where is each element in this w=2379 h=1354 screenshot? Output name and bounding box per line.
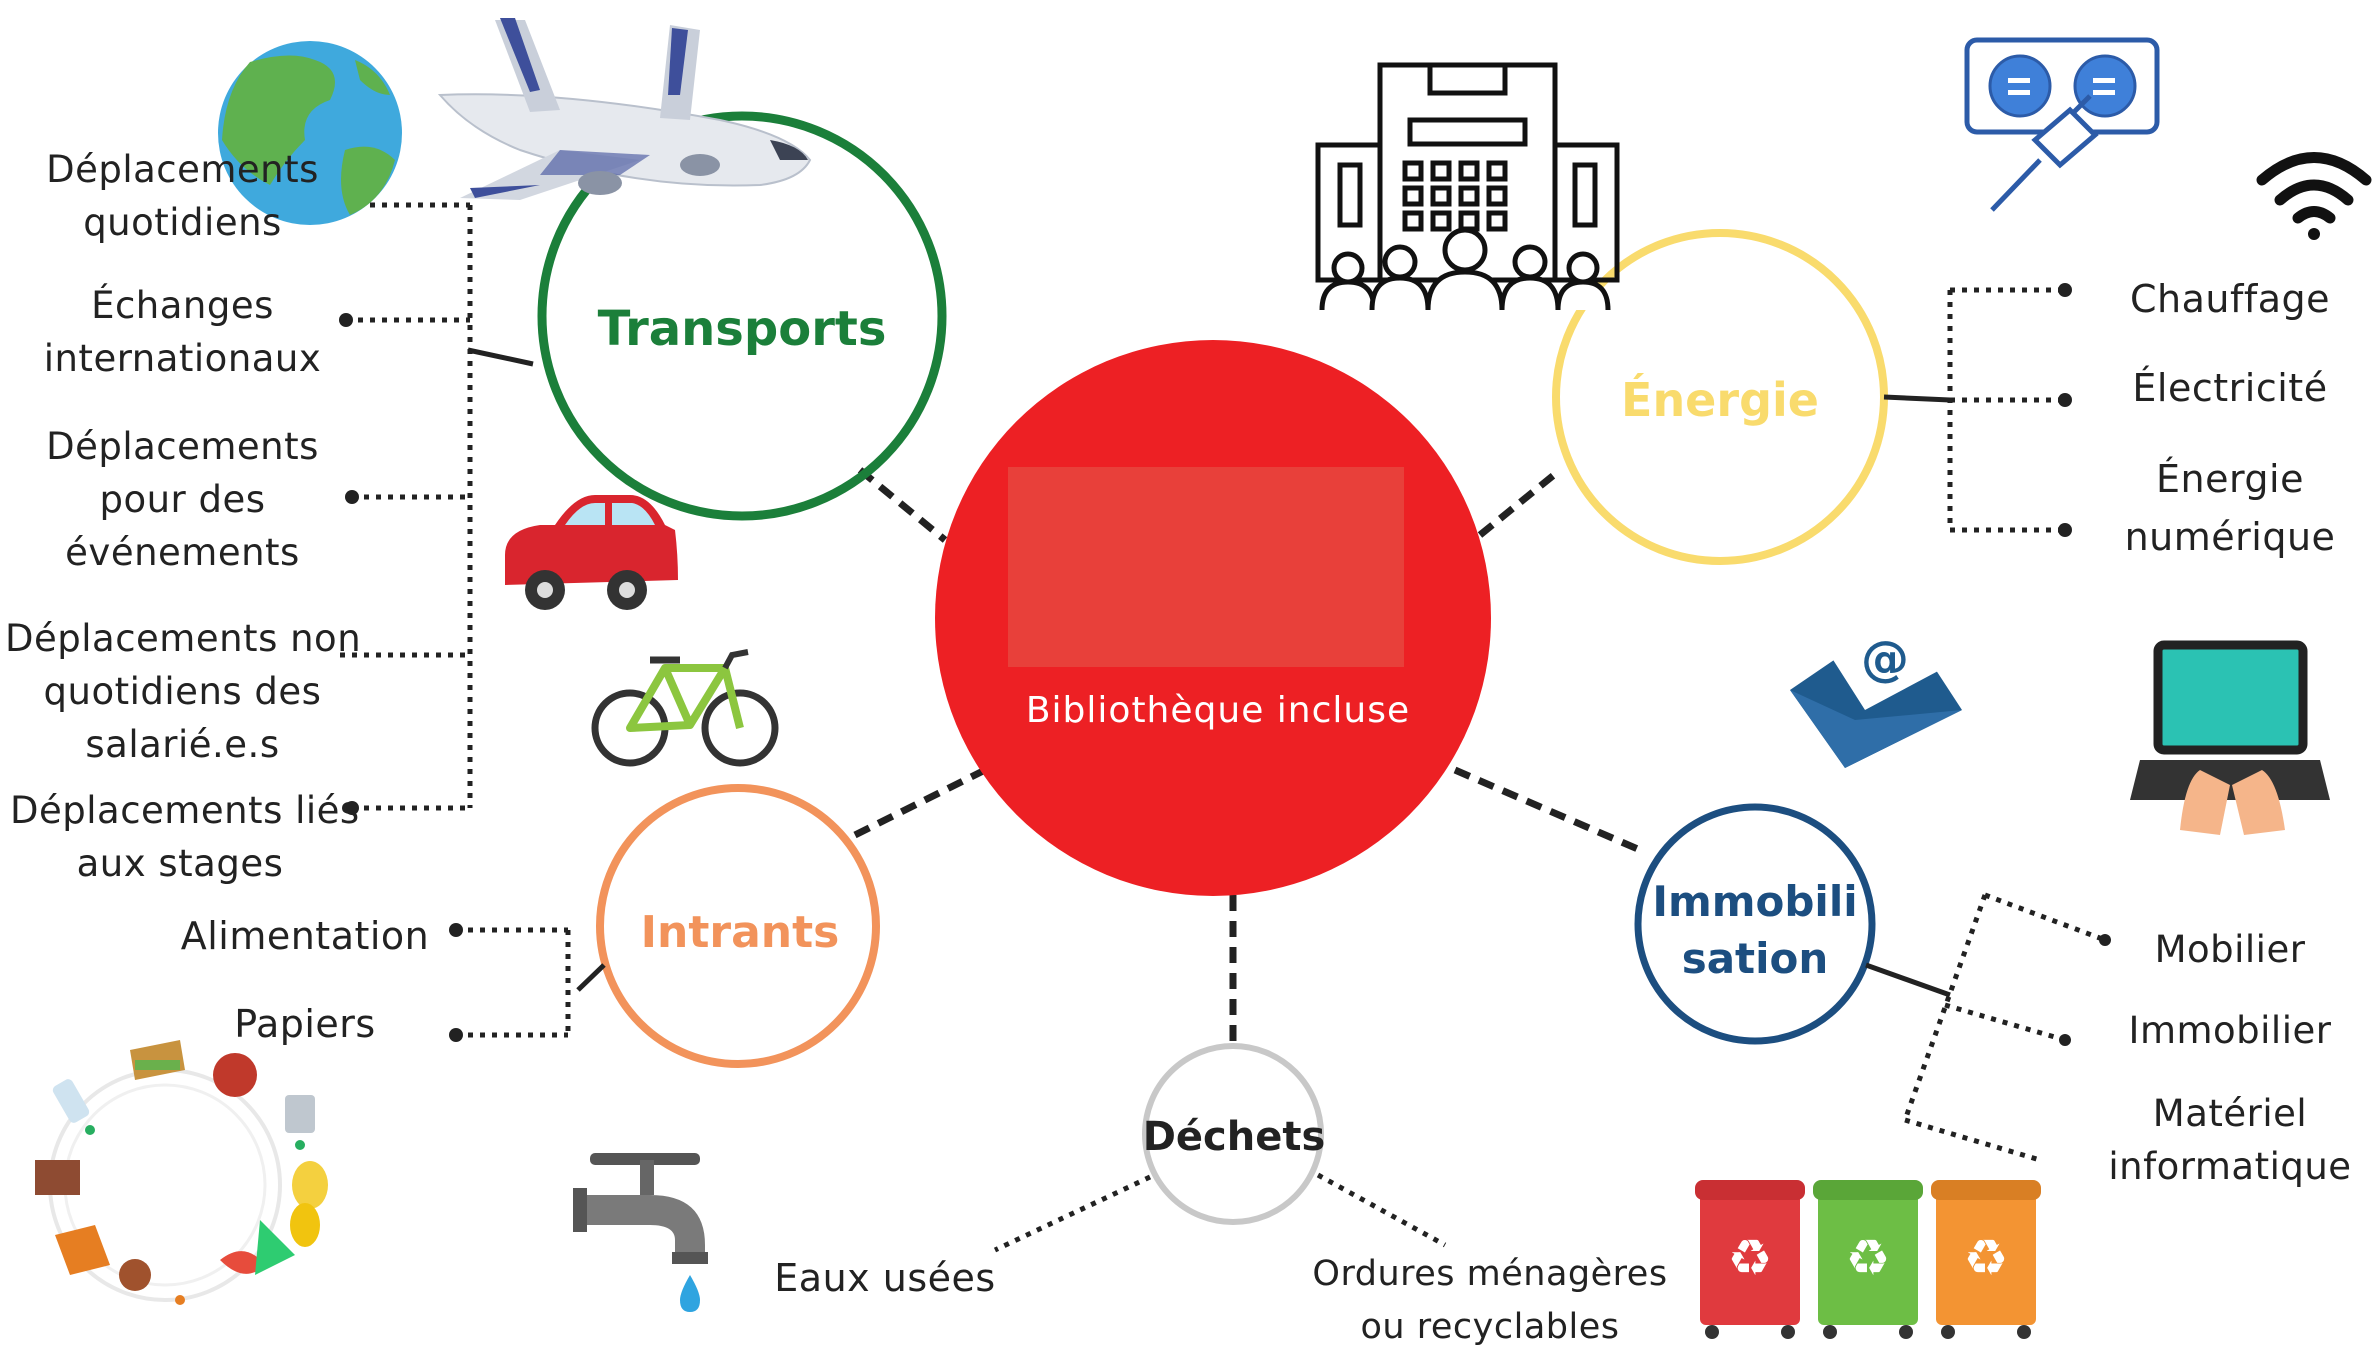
dechets-item-wastewater: Eaux usées [774,1256,996,1300]
energie-bracket [1883,283,2072,537]
building-icon [1315,62,1620,311]
immobilisation-hub-circle [1634,803,1876,1045]
energie-item-heating: Chauffage [2129,277,2331,321]
transports-hub-circle [537,111,947,521]
immobilisation-bracket [1865,892,2111,1163]
svg-text:♻: ♻ [1964,1229,2009,1287]
svg-text:♻: ♻ [1846,1229,1891,1287]
power-outlet-icon [1964,37,2160,212]
intrants-item-food: Alimentation [180,914,430,958]
transports-hub-label: Transports [598,301,887,357]
wifi-icon [2256,152,2372,240]
car-icon [505,495,678,610]
svg-text:♻: ♻ [1728,1229,1773,1287]
svg-text:@: @ [1861,631,1909,687]
intrants-bracket [449,923,606,1042]
transports-bracket [339,202,534,815]
bicycle-icon [591,649,779,767]
energie-hub-label: Énergie [1621,373,1819,427]
intrants-item-paper: Papiers [234,1002,376,1046]
laptop-icon [2130,640,2330,835]
airplane-icon [437,18,812,200]
intrants-hub-label: Intrants [641,907,840,958]
water-tap-icon [573,1153,708,1312]
intrants-hub-circle [596,784,880,1068]
immobilisation-item-real-estate: Immobilier [2128,1009,2332,1052]
immobilisation-hub-label-line1: Immobili [1652,877,1857,926]
center-logo-placeholder [1008,467,1404,667]
dechets-bracket [993,1172,1447,1253]
dechets-hub-circle [1142,1043,1324,1225]
recycling-bins-icon: ♻ ♻ ♻ [1695,1180,2041,1339]
center-connectors [853,467,1642,1045]
dechets-hub-label: Déchets [1143,1114,1326,1160]
globe-icon [218,41,402,225]
center-label: Bibliothèque incluse [1026,690,1410,731]
food-plate-icon [35,1040,328,1305]
immobilisation-hub-label-line2: sation [1682,934,1829,983]
immobilisation-item-furniture: Mobilier [2154,928,2306,971]
email-icon: @ [1790,610,1962,768]
energie-item-electricity: Électricité [2132,366,2328,410]
